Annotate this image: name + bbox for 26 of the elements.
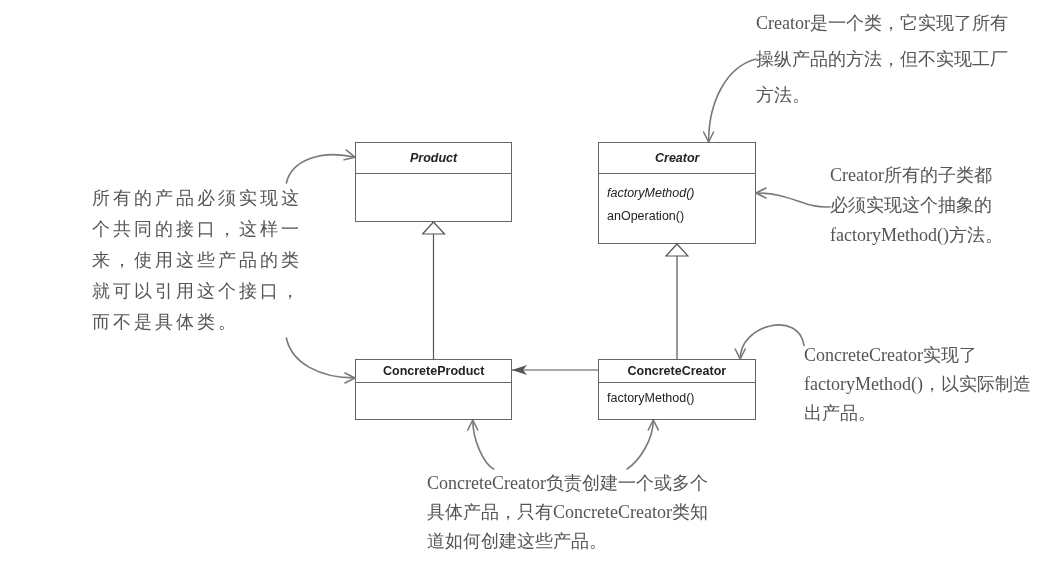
method-name: factoryMethod(): [607, 390, 695, 406]
class-box: [355, 359, 512, 420]
leader-arrow: [626, 419, 659, 470]
handwritten-note: 所有的产品必须实现这个共同的接口，这样一来，使用这些产品的类就可以引用这个接口，而不是具体类。: [92, 183, 308, 338]
handwritten-note: Creator所有的子类都必须实现这个抽象的factoryMethod()方法。: [830, 160, 1006, 250]
leader-arrow: [467, 419, 495, 470]
class-name: ConcreteCreator: [627, 363, 727, 379]
handwritten-note: Creator是一个类，它实现了所有操纵产品的方法，但不实现工厂方法。: [756, 5, 1018, 113]
class-name: Creator: [655, 150, 700, 166]
leader-arrow: [735, 324, 805, 360]
handwritten-note: ConcreteCreator负责创建一个或多个具体产品，只有ConcreteCreator类知道如何创建这些产品。: [427, 469, 717, 556]
leader-arrow: [703, 58, 757, 143]
method-name: anOperation(): [607, 208, 685, 224]
method-name: factoryMethod(): [607, 185, 695, 201]
class-box: [598, 142, 756, 244]
class-box: [598, 359, 756, 420]
inheritance-arrow: [665, 243, 689, 360]
class-name: Product: [410, 150, 458, 166]
class-name: ConcreteProduct: [383, 363, 485, 379]
handwritten-note: ConcreteCreator实现了factoryMethod()，以实际制造出产品。: [804, 341, 1039, 428]
leader-arrow: [755, 187, 831, 208]
inheritance-arrow: [421, 221, 446, 360]
class-box: [355, 142, 512, 222]
association-arrow: [511, 365, 599, 375]
leader-arrow: [285, 149, 356, 184]
leader-arrow: [285, 337, 356, 384]
